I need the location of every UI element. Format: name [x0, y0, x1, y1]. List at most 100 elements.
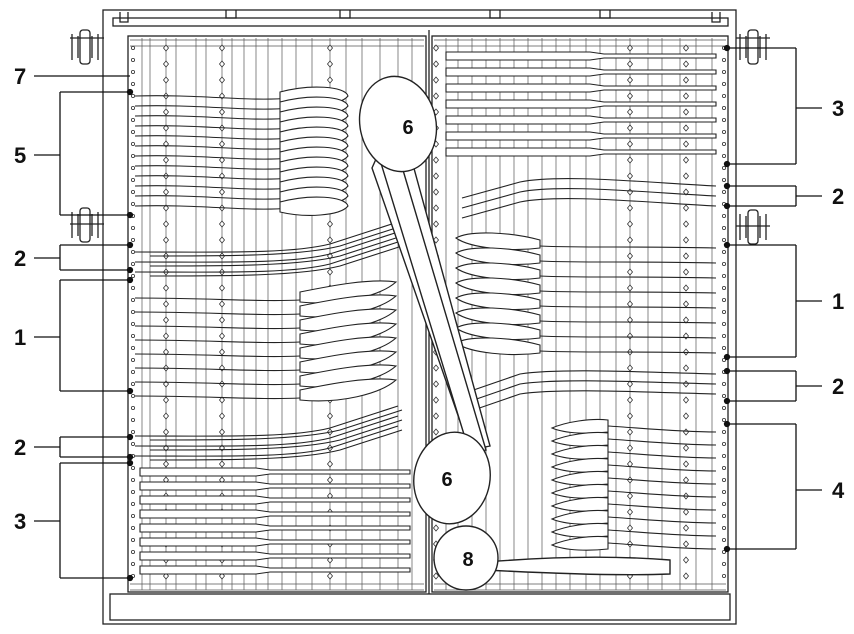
rack-stud	[682, 380, 690, 388]
rack-stud	[682, 508, 690, 516]
rack-stud	[162, 108, 170, 116]
side-dot	[130, 393, 135, 398]
spoon-handle	[134, 95, 291, 100]
callout-bracket	[34, 462, 130, 579]
side-dot	[722, 141, 727, 146]
rack-stud	[432, 60, 440, 68]
spoon-handle	[134, 135, 291, 140]
rack-stud	[432, 428, 440, 436]
rack-stud	[682, 364, 690, 372]
spoon-handle	[134, 125, 291, 130]
fork-head	[550, 431, 609, 447]
rack-stud	[682, 188, 690, 196]
rack-stud	[218, 220, 226, 228]
rack-stud	[326, 476, 334, 484]
fork-handle	[607, 464, 717, 472]
rack-stud	[162, 236, 170, 244]
side-dot	[722, 177, 727, 182]
side-dot	[722, 501, 727, 506]
rack-stud	[218, 300, 226, 308]
rack-stud	[218, 108, 226, 116]
rack-stud	[626, 172, 634, 180]
fork	[134, 405, 399, 437]
rack-stud	[682, 252, 690, 260]
spoon-handle	[134, 175, 291, 180]
side-dot	[130, 381, 135, 386]
spoon-handle	[134, 185, 291, 190]
rack-stud	[162, 60, 170, 68]
knife	[139, 481, 411, 491]
knife	[445, 83, 717, 93]
rack-stud	[682, 428, 690, 436]
rack-stud	[682, 444, 690, 452]
rack-stud	[682, 332, 690, 340]
side-dot	[130, 526, 135, 531]
rack-stud	[162, 220, 170, 228]
rack-stud	[218, 428, 226, 436]
teaspoon-handle	[134, 297, 301, 302]
utensil-label: 6	[441, 469, 452, 491]
rack-stud	[218, 460, 226, 468]
side-dot	[130, 489, 135, 494]
fork-head	[550, 522, 609, 538]
right-upper-wheel	[736, 29, 770, 65]
rack-stud	[682, 284, 690, 292]
side-dot	[130, 106, 135, 111]
rack-stud	[682, 172, 690, 180]
callout-dot	[126, 241, 134, 249]
rack-stud	[626, 92, 634, 100]
teaspoon-handle	[134, 325, 301, 330]
knife	[139, 509, 411, 519]
side-dot	[722, 562, 727, 567]
rack-stud	[432, 76, 440, 84]
rack-stud	[432, 236, 440, 244]
fork-head	[550, 418, 609, 434]
knife	[445, 115, 717, 125]
side-dot	[722, 106, 727, 111]
callout-label-right: 2	[832, 184, 844, 209]
serving-spoon-bowl-upper	[358, 75, 438, 173]
rack-stud	[432, 172, 440, 180]
rack-stud	[626, 492, 634, 500]
rack-stud	[432, 380, 440, 388]
callout-bracket	[727, 370, 822, 402]
callout-label-left: 2	[14, 435, 26, 460]
callout-bracket	[34, 91, 130, 216]
rack-stud	[626, 156, 634, 164]
knife	[139, 565, 411, 575]
side-dot	[130, 141, 135, 146]
rack-stud	[682, 204, 690, 212]
rack-stud	[682, 460, 690, 468]
rack-stud	[326, 60, 334, 68]
rack-stud	[626, 268, 634, 276]
fork-handle	[607, 490, 717, 498]
teaspoon-handle	[539, 320, 717, 324]
rack-stud	[626, 428, 634, 436]
knife	[139, 551, 411, 561]
side-dot	[722, 417, 727, 422]
side-dot	[130, 357, 135, 362]
fork	[134, 241, 399, 273]
rack-stud	[432, 412, 440, 420]
rack-stud	[432, 524, 440, 532]
spatula-handle	[485, 556, 671, 576]
rack-stud	[626, 524, 634, 532]
side-dot	[130, 261, 135, 266]
callout-label-left: 3	[14, 509, 26, 534]
teaspoon-bowl	[454, 262, 541, 281]
side-dot	[722, 273, 727, 278]
rack-stud	[432, 44, 440, 52]
fork	[461, 380, 717, 405]
rack-stud	[218, 332, 226, 340]
rack-stud	[626, 60, 634, 68]
side-dot	[130, 82, 135, 87]
outer-frame	[102, 9, 737, 625]
callout-dot	[723, 44, 731, 52]
rack-stud	[162, 204, 170, 212]
rack-stud	[162, 284, 170, 292]
rack-stud	[162, 428, 170, 436]
side-dot	[722, 58, 727, 63]
rack-stud	[682, 412, 690, 420]
rack-stud	[326, 572, 334, 580]
